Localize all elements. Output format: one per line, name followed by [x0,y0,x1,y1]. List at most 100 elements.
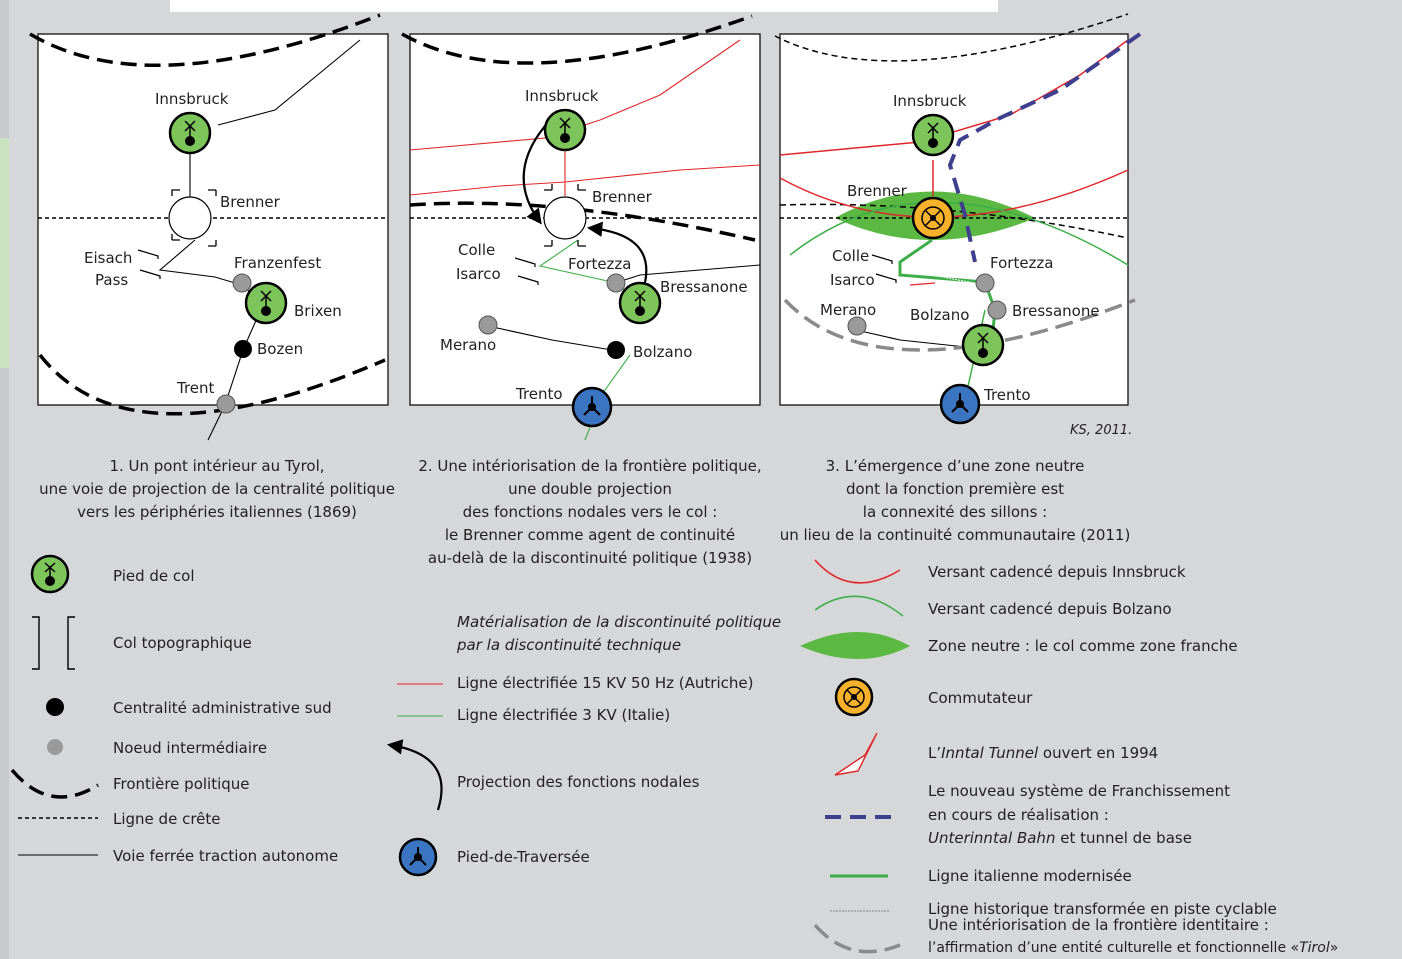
new-crossing-3 [947,32,1142,263]
label-colle-2: Colle [458,241,496,259]
brenner-node-1 [168,196,212,240]
versant-innsbruck-icon [814,559,901,584]
caption-2-line-3: des fonctions nodales vers le col : [462,503,718,521]
label-innsbruck-2: Innsbruck [525,87,599,105]
label-fortezza-2: Fortezza [568,255,632,273]
railway-2 [487,264,761,351]
panel-3 [774,13,1142,425]
border-top-2 [401,14,753,65]
commutateur-icon [834,677,874,717]
legend-symbols [10,554,910,954]
legend-versant-bolzano: Versant cadencé depuis Bolzano [928,600,1172,618]
pied-de-col-icon [244,281,288,325]
caption-3-line-2: dont la fonction première est [845,480,1065,498]
border-top-3 [774,13,1129,62]
label-trento-2: Trento [516,385,563,403]
border-top-1 [29,13,381,68]
eisach-ticks [137,249,161,279]
austria-line-2 [409,39,761,196]
railway-1 [158,39,361,441]
col-topographique-icon [32,616,75,670]
panel-2 [401,14,761,441]
fortezza-node-2 [606,273,626,293]
franzenfest-node [232,273,252,293]
legend-franchissement-2: en cours de réalisation : [928,806,1109,824]
legend-versant-innsbruck: Versant cadencé depuis Innsbruck [928,563,1186,581]
legend-crete: Ligne de crête [113,810,221,828]
top-strip [170,0,998,12]
zone-neutre-icon [800,632,910,659]
label-isarco-2: Isarco [456,265,501,283]
legend-franchissement-3: Unterinntal Bahn et tunnel de base [928,829,1192,847]
frontiere-icon [10,768,99,799]
merano-node-3 [847,316,867,336]
caption-2-line-2: une double projection [508,480,672,498]
left-edge-bar [0,0,9,959]
legend-frontiere-identitaire-1: Une intériorisation de la frontière iden… [928,916,1269,934]
commutateur-icon [911,196,955,240]
versant-bolzano-icon [814,595,904,617]
legend-pied-traversee: Pied-de-Traversée [457,848,590,866]
projection-arrow-2b [586,221,648,291]
caption-3-line-3: la connexité des sillons : [862,503,1048,521]
col-brackets-1 [171,189,217,247]
label-bressanone-3: Bressanone [1012,302,1100,320]
noeud-icon [47,739,63,755]
label-brenner-1: Brenner [220,193,280,211]
legend-noeud: Noeud intermédiaire [113,739,268,757]
credit: KS, 2011. [1070,423,1133,438]
legend-inntal-name: Inntal Tunnel [941,744,1039,762]
label-merano-3: Merano [820,301,877,319]
label-bolzano-3: Bolzano [910,306,970,324]
legend-frontiere: Frontière politique [113,775,250,793]
label-merano-2: Merano [440,336,497,354]
pied-de-traversee-icon [939,383,981,425]
caption-3-line-1: 3. L’émergence d’une zone neutre [825,457,1085,475]
legend-projection: Projection des fonctions nodales [457,773,700,791]
colle-ticks-2 [514,257,539,285]
caption-1-line-2: une voie de projection de la centralité … [39,480,395,498]
caption-3-line-4: un lieu de la continuité communautaire (… [779,526,1131,544]
inntal-tunnel-icon [834,732,878,776]
label-trento-3: Trento [984,386,1031,404]
colle-ticks-3 [871,254,897,283]
border-bottom-1 [38,353,386,416]
label-brenner-3: Brenner [847,182,907,200]
brenner-node-2 [543,196,587,240]
label-colle-3: Colle [832,247,870,265]
label-pass: Pass [95,271,129,289]
label-innsbruck-3: Innsbruck [893,92,967,110]
bolzano-node-2 [607,341,625,359]
caption-1-line-1: 1. Un pont intérieur au Tyrol, [109,457,325,475]
legend-ligne-italienne: Ligne italienne modernisée [928,867,1132,885]
legend-zone-neutre: Zone neutre : le col comme zone franche [928,637,1238,655]
label-bolzano-2: Bolzano [633,343,693,361]
label-brixen: Brixen [294,302,342,320]
inntal-tunnel-mark-3 [909,282,936,286]
legend-frontiere-identitaire-2: l’affirmation d’une entité culturelle et… [928,939,1338,957]
merano-node-2 [478,315,498,335]
legend-materialisation-1: Matérialisation de la discontinuité poli… [457,613,782,631]
legend-col-topographique: Col topographique [113,634,252,652]
caption-2-line-1: 2. Une intériorisation de la frontière p… [418,457,762,475]
legend-ligne-historique: Ligne historique transformée en piste cy… [928,900,1277,918]
legend-inntal-prefix: L’ [928,744,942,762]
pied-de-traversee-icon [398,837,438,877]
legend-pied-de-col: Pied de col [113,567,195,585]
identity-border-icon [813,923,901,954]
legend-materialisation-2: par la discontinuité technique [457,636,682,654]
legend-franchissement-1: Le nouveau système de Franchissement [928,782,1231,800]
caption-2-line-5: au-delà de la discontinuité politique (1… [427,549,753,567]
border-mid-2 [409,201,756,242]
legend-franchissement-3-rest: et tunnel de base [1055,829,1192,847]
legend-inntal: L’Inntal Tunnel ouvert en 1994 [928,744,1158,762]
bressanone-node-3 [987,300,1007,320]
pied-de-col-icon [961,323,1005,367]
panel-1 [29,13,389,441]
col-brackets-2 [544,184,586,247]
fortezza-node-3 [975,273,995,293]
label-bozen: Bozen [257,340,304,358]
label-eisach: Eisach [84,249,133,267]
caption-1-line-3: vers les périphéries italiennes (1869) [77,503,357,521]
label-innsbruck-1: Innsbruck [155,90,229,108]
